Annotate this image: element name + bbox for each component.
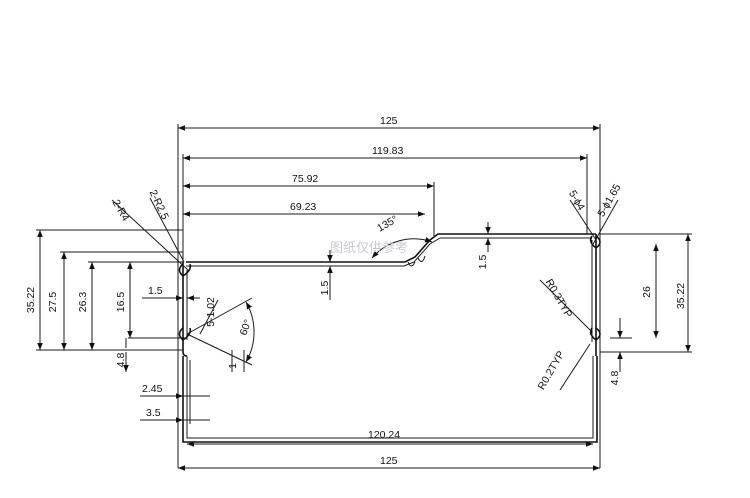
profile-outline <box>178 233 601 443</box>
label-r0-3typ: R0.3TYP <box>543 277 575 320</box>
vertical-dimensions <box>37 222 691 372</box>
label-1-5-mid: 1.5 <box>319 281 331 296</box>
leader-5-phi1-65 <box>591 199 619 247</box>
label-16-5: 16.5 <box>115 292 127 313</box>
label-4-8-left: 4.8 <box>115 353 127 368</box>
label-26-3: 26.3 <box>77 292 89 313</box>
label-35-22-right: 35.22 <box>675 283 687 309</box>
leader-lines <box>111 197 619 391</box>
leader-r0-2typ <box>559 343 591 391</box>
leader-2-r2-5 <box>149 197 185 263</box>
label-26: 26 <box>641 286 653 298</box>
label-3-5: 3.5 <box>146 407 161 419</box>
leader-2-r4 <box>111 199 189 271</box>
label-120-24: 120.24 <box>368 429 400 441</box>
label-125-top: 125 <box>380 115 398 127</box>
label-1-5-left: 1.5 <box>148 285 163 297</box>
label-4-8-right: 4.8 <box>609 371 621 386</box>
label-angle-135: 135° <box>375 213 400 234</box>
label-35-22-left: 35.22 <box>25 287 37 313</box>
watermark: 图纸仅供参考 <box>330 240 408 256</box>
extension-lines <box>36 124 692 468</box>
label-2-45: 2.45 <box>142 383 163 395</box>
dimension-labels: 125 119.83 75.92 69.23 135° 120.24 125 3… <box>25 115 687 467</box>
leader-r0-3typ <box>539 279 591 331</box>
label-69-23: 69.23 <box>290 201 316 213</box>
label-2-r4: 2-R4 <box>110 198 132 224</box>
label-2-r2-5: 2-R2.5 <box>147 188 171 222</box>
label-27-5: 27.5 <box>47 292 59 313</box>
label-5-1-02: 5-1.02 <box>205 297 217 327</box>
label-119-83: 119.83 <box>372 145 403 157</box>
label-5-phi4: 5-ϕ4 <box>566 188 587 212</box>
label-125-bottom: 125 <box>380 455 398 467</box>
leader-5-phi4 <box>569 199 597 241</box>
label-1-5-right: 1.5 <box>477 255 489 270</box>
label-75-92: 75.92 <box>292 173 318 185</box>
horizontal-dimensions <box>140 125 600 471</box>
label-60-deg: 60° <box>238 318 255 337</box>
label-1: 1 <box>227 363 239 369</box>
